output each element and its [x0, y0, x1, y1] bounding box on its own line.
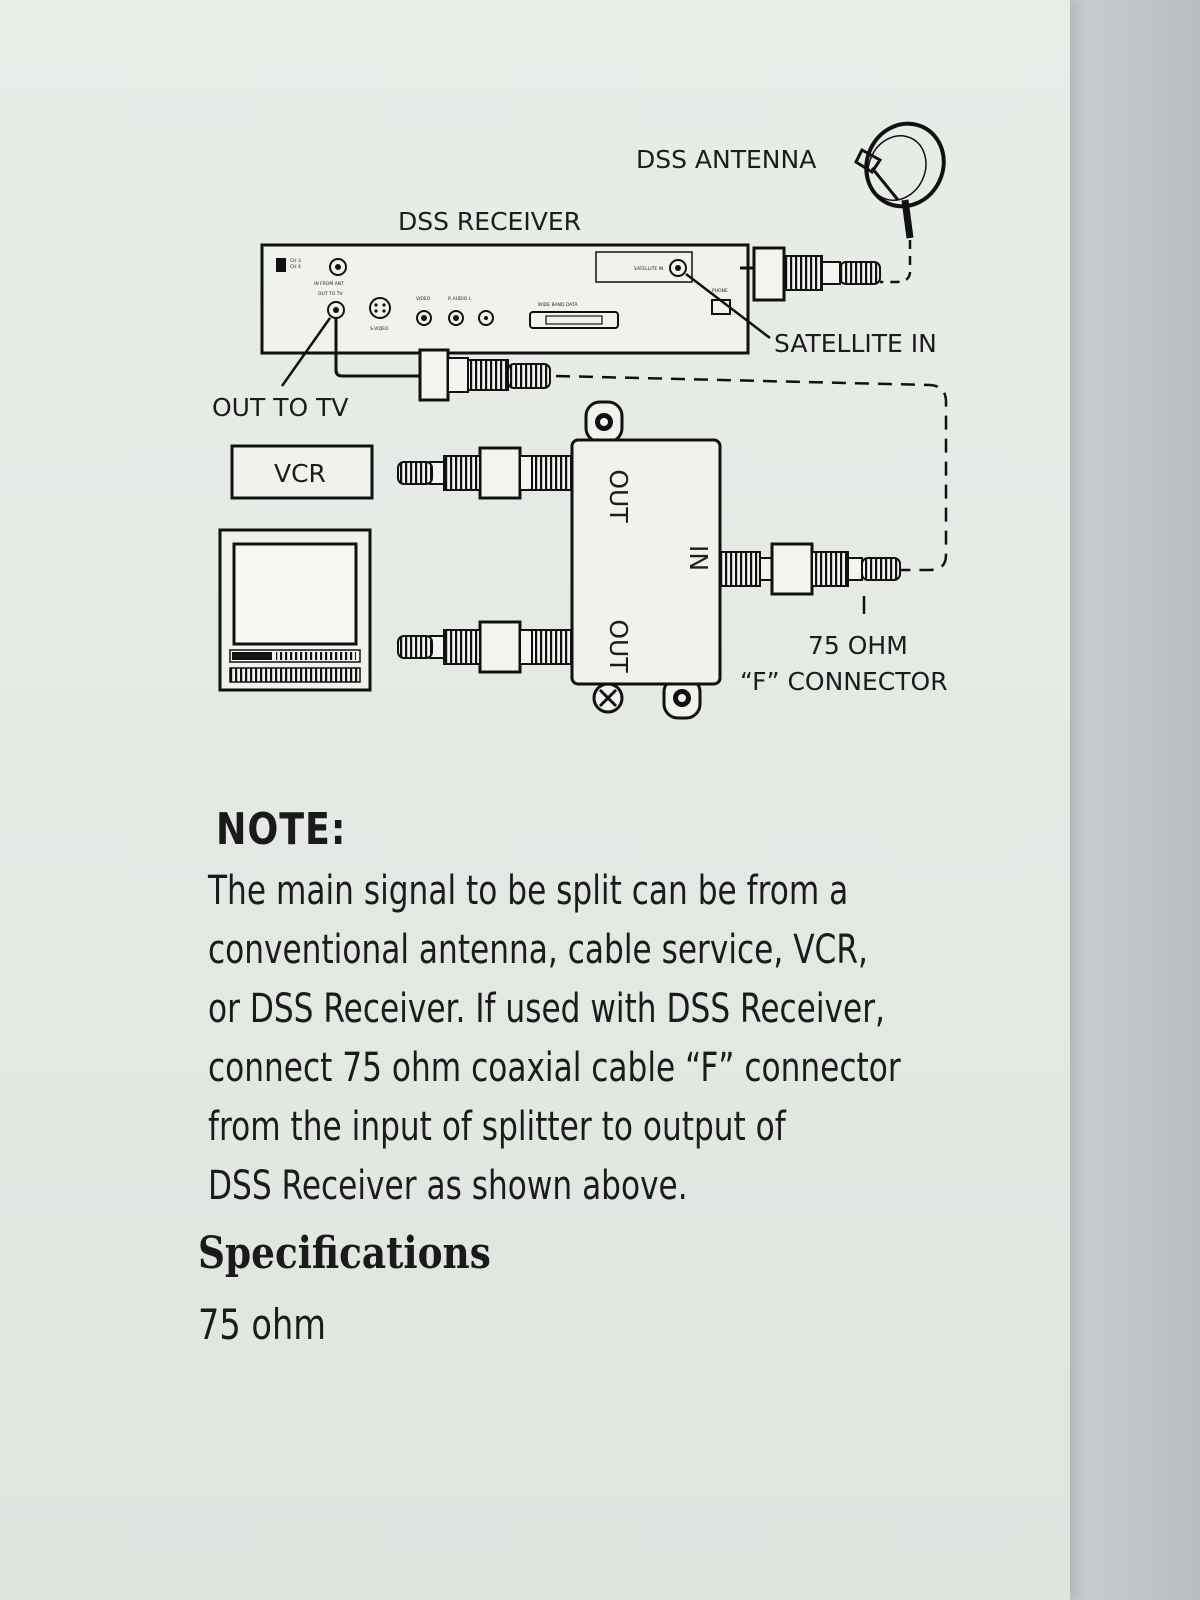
in-from-ant-port-label: IN FROM ANT	[314, 281, 344, 287]
splitter-in-f-connector	[719, 542, 901, 596]
ch-switch-label: CH 3	[290, 258, 301, 264]
tv-icon	[218, 528, 372, 692]
out-to-tv-label: OUT TO TV	[212, 393, 348, 422]
connector-label-line2: “F” CONNECTOR	[740, 667, 948, 696]
dss-antenna-label: DSS ANTENNA	[636, 145, 816, 174]
splitter-out-top-label: OUT	[604, 469, 633, 523]
note-line: connect 75 ohm coaxial cable “F” connect…	[208, 1045, 901, 1091]
satellite-f-connector	[740, 246, 881, 302]
splitter-in-label: IN	[684, 545, 713, 571]
splitter-out-top-connector	[397, 446, 573, 500]
splitter-out-bottom-label: OUT	[604, 619, 633, 673]
specifications-value: 75 ohm	[198, 1300, 327, 1349]
vcr-box	[230, 444, 374, 500]
connection-diagram: DSS ANTENNA DSS RECEIVER CH 3 CH 4 IN FR…	[212, 121, 948, 720]
ch-switch-label: CH 4	[290, 264, 301, 270]
s-video-port-label: S-VIDEO	[370, 326, 389, 332]
video-port-label: VIDEO	[416, 296, 431, 302]
dss-receiver-box: CH 3 CH 4 IN FROM ANT OUT TO TV S-VIDEO …	[260, 243, 750, 355]
dss-antenna-icon	[854, 121, 946, 239]
note-title: NOTE:	[216, 804, 347, 855]
data-port-label: WIDE BAND DATA	[538, 302, 578, 308]
note-body: The main signal to be split can be from …	[208, 862, 901, 1216]
receiver-output-f-connector	[418, 348, 551, 402]
note-line: conventional antenna, cable service, VCR…	[208, 927, 868, 973]
splitter-out-bottom-connector	[397, 620, 573, 674]
audio-port-label: R AUDIO L	[448, 296, 472, 302]
satellite-port-label: SATELLITE IN	[634, 266, 663, 272]
specifications-title: Specifications	[198, 1228, 491, 1279]
instruction-sheet: DSS ANTENNA DSS RECEIVER CH 3 CH 4 IN FR…	[0, 0, 1070, 1600]
out-to-tv-port-label: OUT TO TV	[318, 291, 343, 297]
note-line: or DSS Receiver. If used with DSS Receiv…	[208, 986, 885, 1032]
note-line: The main signal to be split can be from …	[208, 868, 849, 914]
note-line: from the input of splitter to output of	[208, 1104, 786, 1150]
phone-port-label: PHONE	[712, 288, 728, 294]
note-line: DSS Receiver as shown above.	[208, 1163, 688, 1209]
dss-receiver-label: DSS RECEIVER	[398, 207, 581, 236]
connector-label-line1: 75 OHM	[808, 631, 908, 660]
splitter-box	[570, 400, 722, 720]
satellite-in-label: SATELLITE IN	[774, 329, 937, 358]
vcr-label: VCR	[274, 459, 326, 488]
